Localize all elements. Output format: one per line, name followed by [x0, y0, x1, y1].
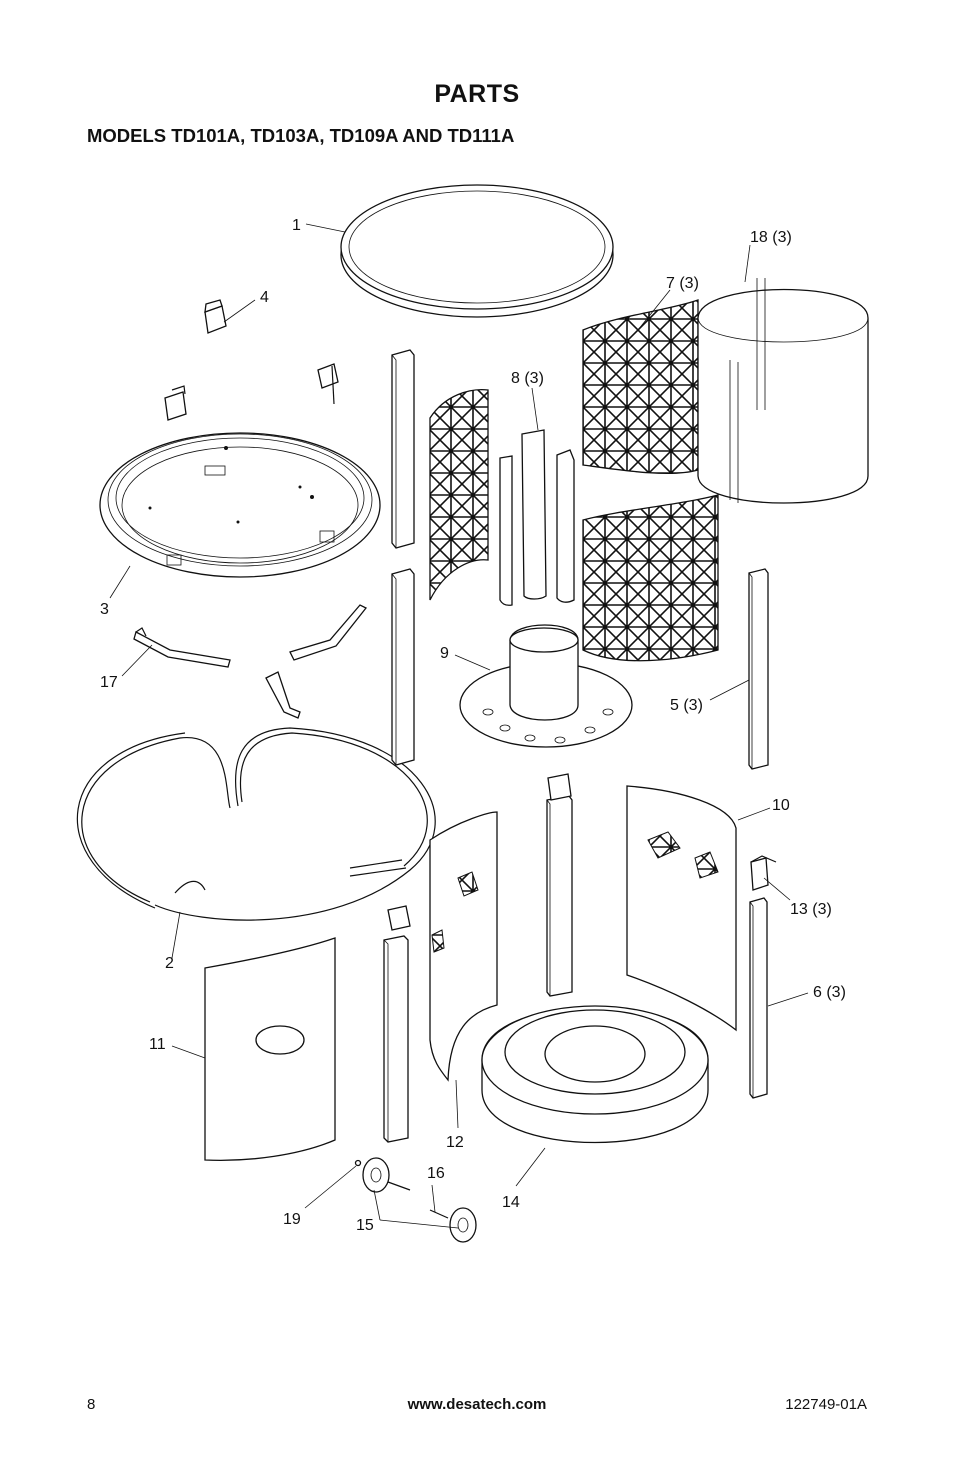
part-1-top-disc: [340, 184, 614, 318]
callout-18: 18 (3): [750, 229, 792, 246]
part-13-spacer: [750, 855, 777, 891]
page-title: PARTS: [434, 80, 520, 108]
callout-19: 19: [283, 1211, 301, 1228]
part-15-wheels: [354, 1157, 477, 1243]
callout-15: 15: [356, 1217, 374, 1234]
callout-6: 6 (3): [813, 984, 846, 1001]
callout-13: 13 (3): [790, 901, 832, 918]
callout-16: 16: [427, 1165, 445, 1182]
callout-1: 1: [292, 217, 301, 234]
callout-11: 11: [149, 1036, 166, 1053]
models-subtitle: MODELS TD101A, TD103A, TD109A AND TD111A: [87, 125, 515, 146]
leader-lines: [109, 223, 809, 1229]
part-18-glass-cylinder: [697, 278, 869, 504]
callout-10: 10: [772, 797, 790, 814]
callout-8: 8 (3): [511, 370, 544, 387]
part-14-base: [481, 1005, 709, 1144]
part-8-channels: [499, 429, 575, 606]
part-11-front-cover: [204, 937, 336, 1161]
part-4-brackets: [164, 299, 339, 421]
part-posts: [383, 349, 769, 1143]
part-17-support-arms: [133, 604, 368, 719]
part-10-12-side-panels: [429, 785, 737, 1082]
document-number: 122749-01A: [785, 1396, 867, 1413]
callout-14: 14: [502, 1194, 520, 1211]
callout-12: 12: [446, 1134, 464, 1151]
part-2-burner-ring: [76, 727, 436, 921]
callout-9: 9: [440, 645, 449, 662]
callout-17: 17: [100, 674, 118, 691]
part-9-burner-pan: [459, 624, 633, 748]
part-7-lattice-panels: [429, 299, 719, 662]
callout-4: 4: [260, 289, 269, 306]
website-link[interactable]: www.desatech.com: [407, 1396, 547, 1413]
page-number: 8: [87, 1396, 96, 1413]
callout-2: 2: [165, 955, 174, 972]
callout-5: 5 (3): [670, 697, 703, 714]
part-3-tray: [99, 432, 381, 578]
callout-3: 3: [100, 601, 109, 618]
callout-7: 7 (3): [666, 275, 699, 292]
